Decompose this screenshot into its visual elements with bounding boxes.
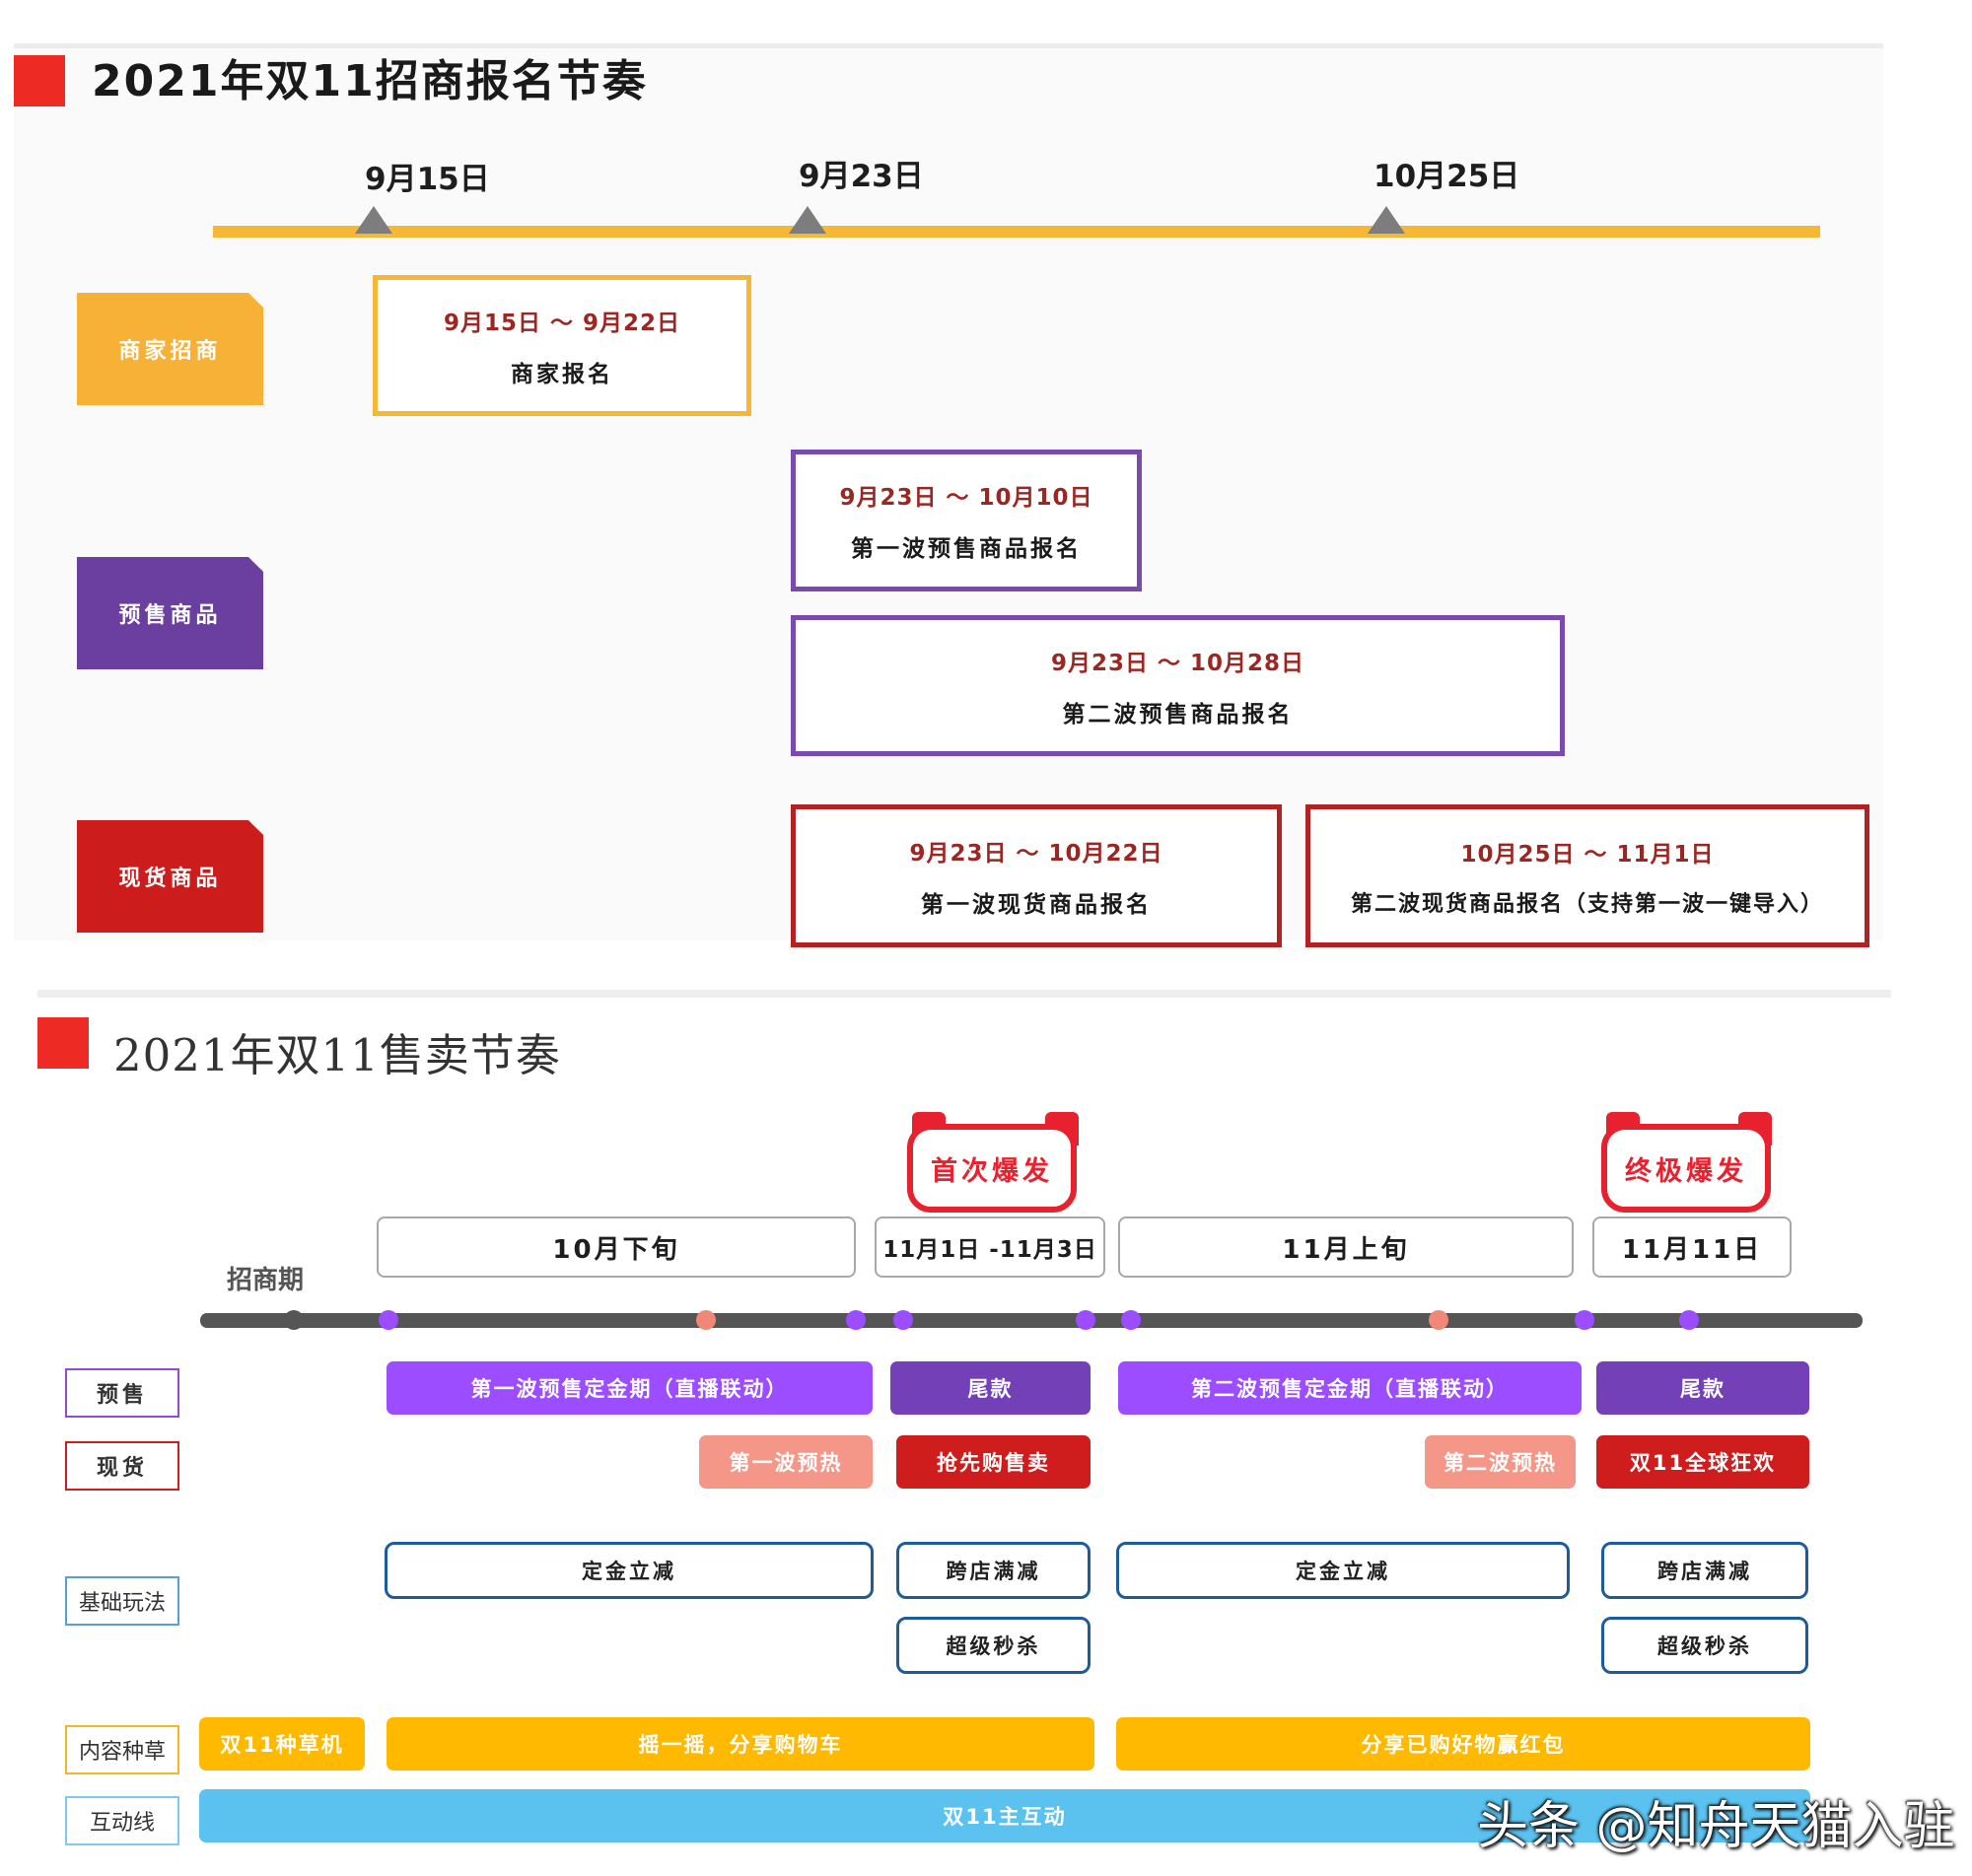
timeline-dot [1429, 1310, 1448, 1330]
recruitment-panel-top-border [14, 43, 1883, 48]
recruitment-box-spot-wave2: 10月25日 ～ 11月1日 第二波现货商品报名（支持第一波一键导入） [1305, 804, 1869, 947]
timeline-dot [1679, 1310, 1699, 1330]
category-tab-spot: 现货商品 [77, 820, 263, 933]
sales-title-marker [37, 1017, 89, 1069]
recruit-period-label: 招商期 [227, 1266, 305, 1295]
bar-content-seeding-machine: 双11种草机 [199, 1717, 365, 1771]
bar-presale-wave2-deposit: 第二波预售定金期（直播联动） [1118, 1361, 1582, 1415]
bar-spot-wave2-warmup: 第二波预热 [1425, 1435, 1576, 1489]
row-label-content-seeding: 内容种草 [65, 1725, 179, 1774]
period-late-october: 10月下旬 [377, 1216, 856, 1278]
recruitment-box-presale-wave1: 9月23日 ～ 10月10日 第一波预售商品报名 [791, 450, 1142, 591]
timeline-dot [846, 1310, 866, 1330]
recruitment-box-spot-wave1: 9月23日 ～ 10月22日 第一波现货商品报名 [791, 804, 1282, 947]
period-early-november: 11月上旬 [1118, 1216, 1574, 1278]
recruitment-title: 2021年双11招商报名节奏 [92, 56, 648, 106]
timeline-marker-sep23 [789, 206, 826, 234]
category-tab-presale: 预售商品 [77, 557, 263, 669]
box-deposit-discount-1: 定金立减 [385, 1542, 874, 1599]
timeline-dot [696, 1310, 716, 1330]
date-range: 9月23日 ～ 10月22日 [909, 840, 1163, 867]
badge-final-burst: 终极爆发 [1601, 1124, 1771, 1213]
bar-content-shake-share-cart: 摇一摇，分享购物车 [387, 1717, 1094, 1771]
box-label: 第二波现货商品报名（支持第一波一键导入） [1350, 891, 1824, 917]
bar-presale-final-payment-2: 尾款 [1596, 1361, 1809, 1415]
box-label: 商家报名 [511, 361, 613, 387]
bar-spot-global-carnival: 双11全球狂欢 [1596, 1435, 1809, 1489]
recruitment-title-marker [14, 55, 65, 106]
box-cross-store-discount-2: 跨店满减 [1601, 1542, 1808, 1599]
watermark-text: 头条 @知舟天猫入驻 [1477, 1797, 1955, 1856]
timeline-dot [379, 1310, 398, 1330]
period-nov11: 11月11日 [1592, 1216, 1792, 1278]
bar-spot-early-sale: 抢先购售卖 [896, 1435, 1091, 1489]
box-label: 第一波现货商品报名 [921, 891, 1152, 918]
date-label-sep23: 9月23日 [799, 159, 924, 194]
bar-presale-final-payment-1: 尾款 [890, 1361, 1091, 1415]
timeline-dot [1121, 1310, 1141, 1330]
bar-main-interaction: 双11主互动 [199, 1789, 1810, 1842]
date-range: 9月23日 ～ 10月10日 [839, 485, 1093, 511]
recruitment-box-presale-wave2: 9月23日 ～ 10月28日 第二波预售商品报名 [791, 615, 1565, 756]
box-flash-sale-2: 超级秒杀 [1601, 1617, 1808, 1674]
sales-timeline-track [200, 1313, 1863, 1328]
timeline-marker-oct25 [1368, 206, 1405, 234]
row-label-spot: 现货 [65, 1441, 179, 1491]
row-label-basic-gameplay: 基础玩法 [65, 1576, 179, 1626]
box-label: 第二波预售商品报名 [1062, 701, 1294, 728]
row-label-presale: 预售 [65, 1368, 179, 1418]
box-label: 第一波预售商品报名 [851, 536, 1082, 562]
row-label-interaction-line: 互动线 [65, 1796, 179, 1845]
bar-presale-wave1-deposit: 第一波预售定金期（直播联动） [387, 1361, 873, 1415]
period-nov1-nov3: 11月1日 -11月3日 [875, 1216, 1105, 1278]
sales-panel-top-border [37, 990, 1891, 998]
badge-first-burst: 首次爆发 [907, 1124, 1077, 1213]
box-deposit-discount-2: 定金立减 [1116, 1542, 1570, 1599]
date-range: 9月23日 ～ 10月28日 [1050, 650, 1305, 676]
category-tab-merchant: 商家招商 [77, 293, 263, 405]
timeline-dot [1076, 1310, 1095, 1330]
bar-content-share-purchases: 分享已购好物赢红包 [1116, 1717, 1810, 1771]
box-flash-sale-1: 超级秒杀 [896, 1617, 1091, 1674]
recruitment-box-merchant-signup: 9月15日 ～ 9月22日 商家报名 [373, 275, 751, 416]
recruitment-timeline-axis [213, 226, 1820, 238]
timeline-marker-sep15 [355, 206, 392, 234]
bar-spot-wave1-warmup: 第一波预热 [699, 1435, 873, 1489]
timeline-dot [893, 1310, 913, 1330]
timeline-dot [1575, 1310, 1594, 1330]
date-range: 10月25日 ～ 11月1日 [1460, 841, 1715, 868]
date-label-oct25: 10月25日 [1373, 159, 1520, 194]
date-range: 9月15日 ～ 9月22日 [443, 310, 681, 336]
timeline-dot [284, 1310, 304, 1330]
box-cross-store-discount-1: 跨店满减 [896, 1542, 1091, 1599]
date-label-sep15: 9月15日 [365, 162, 490, 197]
sales-title: 2021年双11售卖节奏 [113, 1029, 561, 1081]
